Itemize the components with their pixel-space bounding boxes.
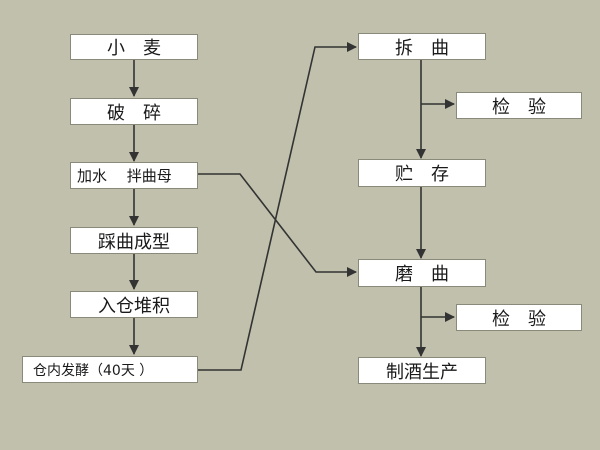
node-inspect1: 检 验	[456, 92, 582, 119]
node-press-label: 踩曲成型	[98, 231, 170, 253]
node-mix: 加水 拌曲母	[70, 162, 198, 189]
node-unpack: 拆 曲	[358, 33, 486, 60]
node-stack: 入仓堆积	[70, 291, 198, 318]
node-crush: 破 碎	[70, 98, 198, 125]
node-produce: 制酒生产	[358, 357, 486, 384]
node-wheat-label: 小 麦	[107, 38, 161, 59]
arrow-mix-to-grind	[197, 173, 357, 277]
node-store: 贮 存	[358, 159, 486, 187]
node-inspect1-label: 检 验	[492, 96, 546, 118]
node-inspect2-label: 检 验	[492, 308, 546, 330]
node-press: 踩曲成型	[70, 227, 198, 254]
node-grind-label: 磨 曲	[395, 264, 449, 285]
node-stack-label: 入仓堆积	[98, 295, 170, 317]
node-ferment-label: 仓内发酵（40天 ）	[33, 362, 154, 379]
node-inspect2: 检 验	[456, 304, 582, 331]
node-crush-label: 破 碎	[107, 102, 161, 124]
arrow-ferment-to-unpack	[197, 42, 357, 371]
node-store-label: 贮 存	[395, 164, 449, 185]
node-mix-label: 加水 拌曲母	[77, 167, 172, 185]
node-produce-label: 制酒生产	[386, 361, 458, 383]
node-grind: 磨 曲	[358, 259, 486, 287]
node-unpack-label: 拆 曲	[395, 37, 449, 59]
node-ferment: 仓内发酵（40天 ）	[22, 356, 198, 383]
node-wheat: 小 麦	[70, 34, 198, 60]
